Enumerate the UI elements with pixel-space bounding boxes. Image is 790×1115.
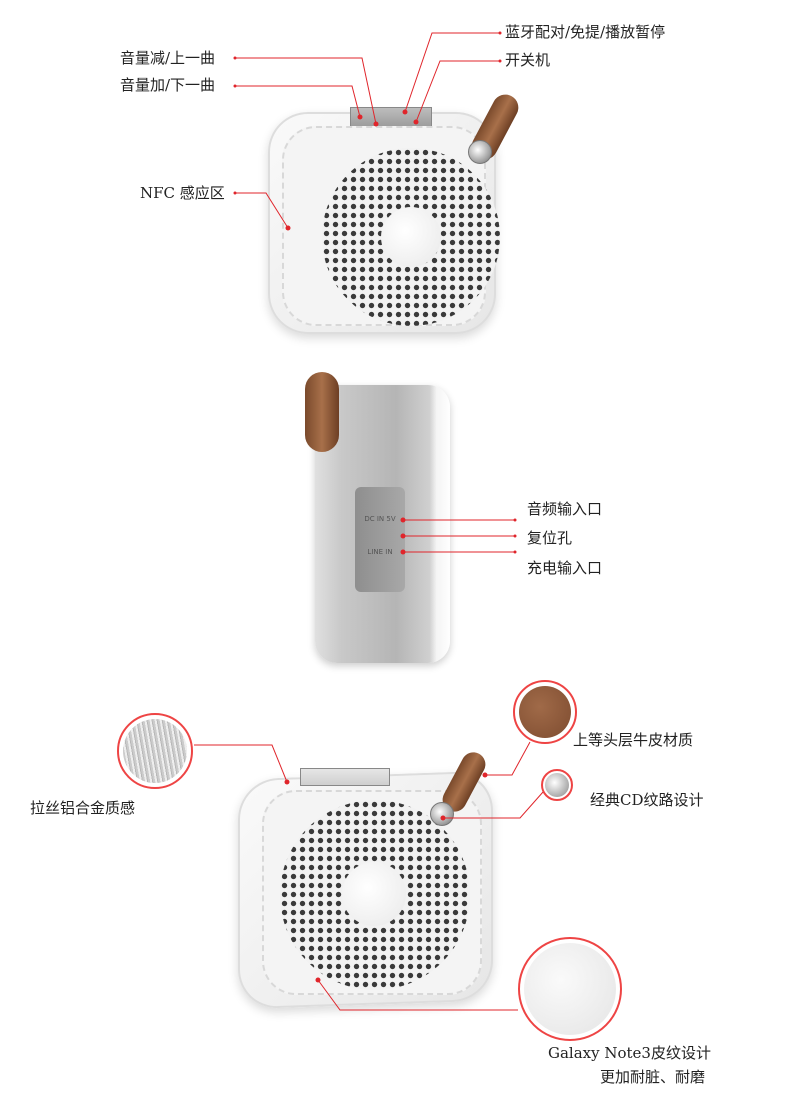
note3-leather-swatch — [518, 937, 622, 1041]
label-audio-in: 音频输入口 — [527, 500, 603, 518]
label-bluetooth: 蓝牙配对/免提/播放暂停 — [505, 23, 666, 41]
cd-knob — [430, 802, 454, 826]
label-aluminum: 拉丝铝合金质感 — [30, 799, 136, 817]
brushed-metal-swatch — [117, 713, 193, 789]
leather-strap — [305, 372, 339, 452]
leader-bluetooth — [404, 32, 500, 113]
port-dc-text: DC IN 5V — [364, 515, 396, 523]
label-leather: 上等头层牛皮材质 — [573, 731, 694, 749]
label-reset: 复位孔 — [527, 529, 573, 547]
label-note3-line2: 更加耐脏、耐磨 — [600, 1068, 706, 1086]
grille-center — [342, 862, 406, 926]
port-panel: DC IN 5V LINE IN — [355, 487, 405, 592]
leader-aluminum — [194, 744, 288, 783]
label-note3-line1: Galaxy Note3皮纹设计 — [548, 1044, 711, 1062]
label-power: 开关机 — [505, 51, 551, 69]
leather-swatch — [513, 680, 577, 744]
button-panel — [350, 107, 432, 127]
cd-swatch — [541, 769, 573, 801]
label-charge-in: 充电输入口 — [527, 559, 603, 577]
grille-center — [381, 207, 441, 267]
label-vol-down: 音量减/上一曲 — [120, 49, 216, 67]
port-line-text: LINE IN — [367, 548, 393, 556]
leader-leather — [485, 741, 531, 776]
label-nfc: NFC 感应区 — [140, 184, 225, 202]
cd-knob — [468, 140, 492, 164]
label-cd: 经典CD纹路设计 — [590, 791, 704, 809]
button-panel — [300, 768, 390, 786]
label-vol-up: 音量加/下一曲 — [120, 76, 216, 94]
